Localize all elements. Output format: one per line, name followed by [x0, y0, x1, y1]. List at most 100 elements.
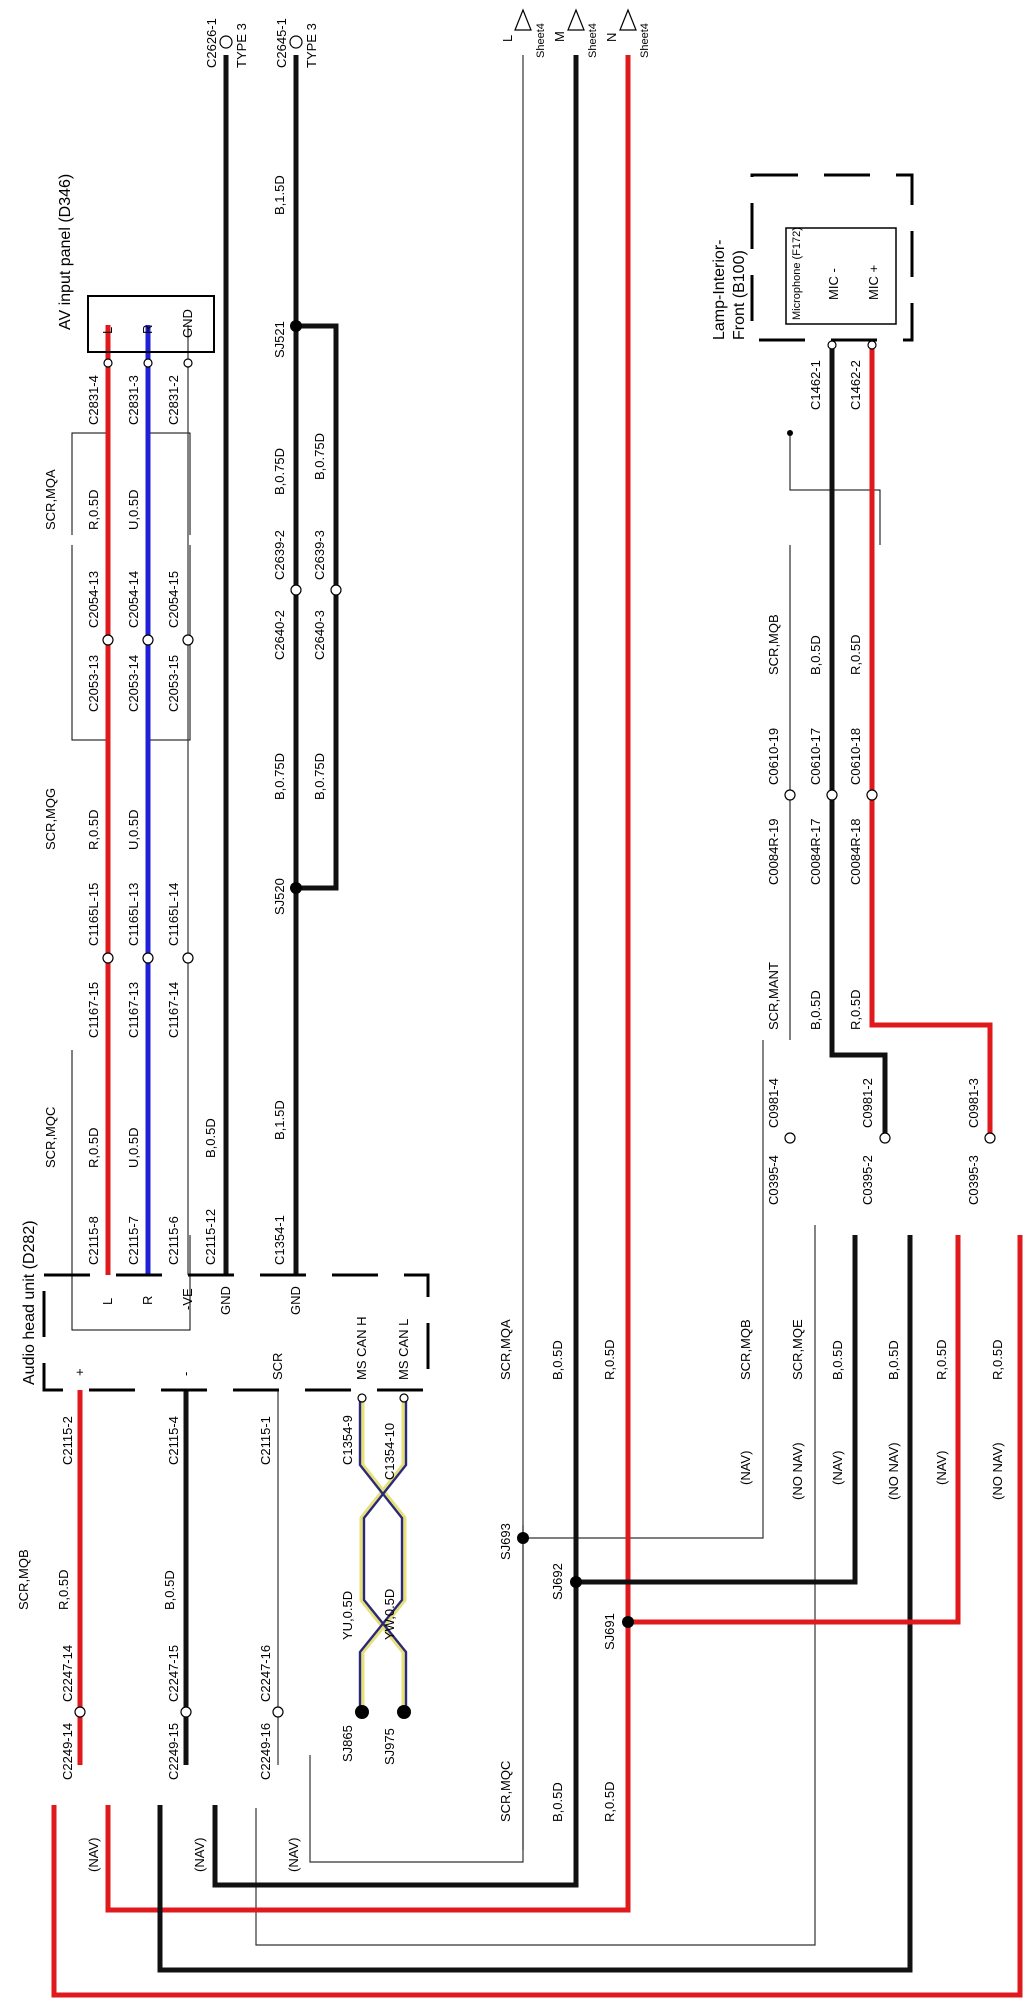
av-panel-title: AV input panel (D346): [57, 174, 74, 330]
c2831-4: C2831-4: [86, 375, 101, 425]
lamp-interior-box: [750, 173, 914, 342]
w-b05-hu: B,0.5D: [162, 1570, 177, 1610]
w-r05-3: R,0.5D: [86, 1128, 101, 1168]
screen-boxes: [71, 432, 881, 1946]
c0981-2: C0981-2: [860, 1078, 875, 1128]
scr-mqb-r: SCR,MQB: [766, 614, 781, 675]
opt-nav-1: (NAV): [738, 1451, 753, 1485]
c2831-2: C2831-2: [166, 375, 181, 425]
c1165-14: C1165L-14: [166, 883, 181, 946]
c2054-13: C2054-13: [86, 571, 101, 628]
scr-mqb-branch: SCR,MQB: [738, 1319, 753, 1380]
sheet-l-letter: L: [500, 35, 515, 42]
c2115-2: C2115-2: [60, 1416, 75, 1465]
c2115-1: C2115-1: [258, 1416, 273, 1465]
sheet-m: Sheet4: [587, 23, 599, 58]
c2640-2: C2640-2: [272, 610, 287, 660]
c1167-14: C1167-14: [166, 982, 181, 1038]
labels: AV input panel (D346) L R GND Audio head…: [16, 18, 1005, 1872]
hu-pin-ve: -VE: [180, 1288, 195, 1310]
hu-pin-gnd2: GND: [288, 1286, 303, 1315]
c2645-label: C2645-1: [274, 18, 289, 68]
c0610-19: C0610-19: [766, 728, 781, 785]
opt-nonav-1: (NO NAV): [790, 1442, 805, 1500]
av-input-panel-box: [87, 295, 215, 353]
sheet-m-letter: M: [552, 31, 567, 42]
nav-2: (NAV): [192, 1838, 207, 1872]
c2115-7: C2115-7: [126, 1216, 141, 1265]
w-b05-r1: B,0.5D: [808, 635, 823, 675]
sj692: SJ692: [550, 1563, 565, 1600]
hu-pin-can-l: MS CAN L: [396, 1319, 411, 1380]
sheet-n: Sheet4: [639, 23, 651, 58]
w-b075-4: B,0.75D: [312, 753, 327, 800]
scr-mqc-trunk: SCR,MQC: [498, 1761, 513, 1822]
scr-mqc: SCR,MQC: [43, 1107, 58, 1168]
c2053-13: C2053-13: [86, 655, 101, 712]
hu-pin-gnd1: GND: [218, 1286, 233, 1315]
hu-pin-can-h: MS CAN H: [354, 1316, 369, 1380]
w-b05-r2: B,0.5D: [808, 990, 823, 1030]
c1167-13: C1167-13: [126, 982, 141, 1038]
sj865: SJ865: [340, 1725, 355, 1762]
pins: [74, 35, 996, 1718]
hu-pin-scr: SCR: [270, 1353, 285, 1380]
c1354-10: C1354-10: [382, 1423, 397, 1480]
scr-mqa-trunk: SCR,MQA: [498, 1319, 513, 1380]
opt-nonav-2: (NO NAV): [886, 1442, 901, 1500]
w-r05-1: R,0.5D: [86, 490, 101, 530]
microphone-label: Microphone (F172): [791, 227, 803, 320]
w-r05-n: R,0.5D: [602, 1340, 617, 1380]
c1462-2: C1462-2: [848, 360, 863, 410]
head-unit-title: Audio head unit (D282): [21, 1220, 38, 1385]
c2249-15: C2249-15: [166, 1723, 181, 1780]
w-b075-1: B,0.75D: [272, 448, 287, 495]
w-r05-r4: R,0.5D: [990, 1340, 1005, 1380]
w-r05-r2: R,0.5D: [848, 990, 863, 1030]
w-u05-1: U,0.5D: [126, 490, 141, 530]
opt-nav-3: (NAV): [934, 1451, 949, 1485]
c0084r-19: C0084R-19: [766, 819, 781, 886]
hu-pin-r: R: [140, 1296, 155, 1305]
scr-mant: SCR,MANT: [766, 962, 781, 1030]
c2626-type: TYPE 3: [234, 23, 249, 68]
scr-mqg: SCR,MQG: [43, 788, 58, 850]
w-yw05: YW,0.5D: [382, 1589, 397, 1640]
w-r05-r3: R,0.5D: [934, 1340, 949, 1380]
wires: [51, 55, 1023, 1998]
sheet-l: Sheet4: [535, 23, 547, 58]
c0981-3: C0981-3: [966, 1078, 981, 1128]
audio-head-unit-box: [42, 1273, 430, 1392]
w-r05-hu: R,0.5D: [56, 1570, 71, 1610]
c2247-15: C2247-15: [166, 1645, 181, 1702]
hu-pin-plus: +: [72, 1368, 87, 1376]
c2640-3: C2640-3: [312, 610, 327, 660]
w-r05-r1: R,0.5D: [848, 635, 863, 675]
w-b15-bot: B,1.5D: [272, 1100, 287, 1140]
scr-mqa: SCR,MQA: [43, 469, 58, 530]
av-pin-l: L: [100, 327, 115, 334]
sheet-arrows: [514, 8, 637, 31]
opt-nonav-3: (NO NAV): [990, 1442, 1005, 1500]
c2115-6: C2115-6: [166, 1216, 181, 1265]
w-b05-m2: B,0.5D: [550, 1782, 565, 1822]
opt-nav-2: (NAV): [830, 1451, 845, 1485]
c2831-3: C2831-3: [126, 375, 141, 425]
mic-plus: MIC +: [866, 265, 881, 300]
w-b05-r3: B,0.5D: [830, 1340, 845, 1380]
c2054-14: C2054-14: [126, 571, 141, 628]
hu-pin-l: L: [100, 1298, 115, 1305]
c0610-17: C0610-17: [808, 728, 823, 785]
splices: [290, 320, 793, 1719]
c1462-1: C1462-1: [808, 360, 823, 410]
lamp-title-1: Lamp-Interior-: [711, 240, 728, 340]
scr-mqb: SCR,MQB: [16, 1549, 31, 1610]
av-pin-gnd: GND: [180, 309, 195, 338]
c2054-15: C2054-15: [166, 571, 181, 628]
w-r05-n2: R,0.5D: [602, 1782, 617, 1822]
w-u05-2: U,0.5D: [126, 810, 141, 850]
c0981-4: C0981-4: [766, 1078, 781, 1128]
c2053-15: C2053-15: [166, 655, 181, 712]
c2115-12: C2115-12: [203, 1209, 218, 1265]
can-twisted-pair: [358, 1400, 408, 1712]
